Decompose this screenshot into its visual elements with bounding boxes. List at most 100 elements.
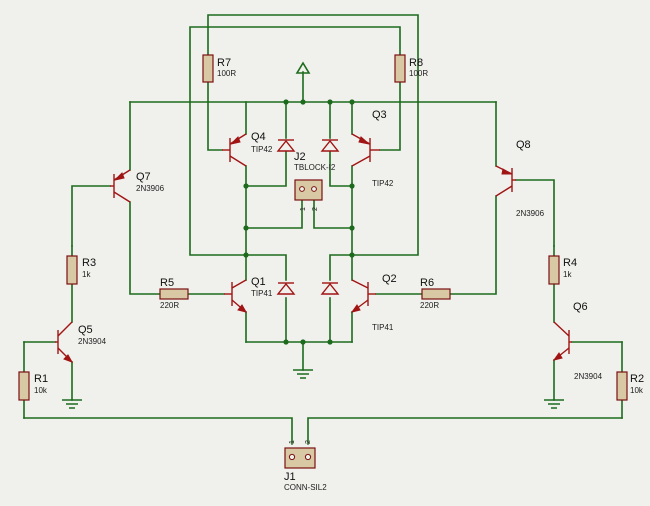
- j1-value: CONN-SIL2: [284, 483, 327, 492]
- transistor-q3[interactable]: Q3 TIP42: [351, 109, 394, 188]
- j1-pin2-label: 2: [305, 440, 312, 444]
- q6-collector-lead: [553, 321, 570, 337]
- j1-pin1: [288, 453, 296, 461]
- transistor-q8[interactable]: Q8 2N3906: [495, 139, 545, 218]
- wire-d2-top: [329, 254, 353, 281]
- resistor-r8[interactable]: R8 100R: [394, 54, 428, 83]
- transistor-q6[interactable]: Q6 2N3904: [552, 301, 603, 381]
- wire-r7-q4: [207, 81, 223, 151]
- resistor-r5[interactable]: R5 220R: [159, 277, 189, 310]
- wire-q8-r6: [449, 195, 497, 295]
- r5-ref: R5: [160, 277, 174, 289]
- r1-value: 10k: [34, 386, 48, 395]
- resistor-r6-body: [421, 288, 451, 300]
- resistor-r2[interactable]: R2 10k: [616, 371, 644, 401]
- diode-d1[interactable]: [276, 282, 296, 295]
- resistor-r3[interactable]: R3 1k: [66, 255, 96, 285]
- q2-ref: Q2: [382, 273, 397, 285]
- d4-triangle: [276, 139, 296, 152]
- resistor-r1-body: [18, 371, 30, 401]
- wire-r7-top: [207, 14, 419, 256]
- r5-value: 220R: [160, 301, 179, 310]
- junction: [300, 99, 306, 105]
- connector-j2[interactable]: 1 2 J2 TBLOCK-I2: [294, 151, 336, 211]
- q1-collector-lead: [231, 279, 247, 289]
- r7-ref: R7: [217, 57, 231, 69]
- q5-ref: Q5: [78, 324, 93, 336]
- ground-icon: [62, 399, 82, 409]
- r4-ref: R4: [563, 257, 577, 269]
- q8-collector-lead: [495, 185, 513, 197]
- d3-triangle: [320, 139, 340, 152]
- r2-ref: R2: [630, 373, 644, 385]
- wire-d1-top: [245, 254, 287, 281]
- diode-d2[interactable]: [320, 282, 340, 295]
- q8-emitter-arrow: [501, 168, 513, 175]
- q7-value: 2N3906: [136, 184, 165, 193]
- q4-value: TIP42: [251, 145, 273, 154]
- q3-ref: Q3: [372, 109, 387, 121]
- junction: [243, 225, 249, 231]
- wire-r4-q8: [515, 179, 555, 247]
- resistor-r7[interactable]: R7 100R: [202, 54, 236, 83]
- transistor-q7[interactable]: Q7 2N3906: [110, 169, 165, 203]
- j2-value: TBLOCK-I2: [294, 163, 336, 172]
- d2-triangle: [320, 282, 340, 295]
- q4-ref: Q4: [251, 131, 266, 143]
- wire-r3-q7: [71, 185, 111, 247]
- q6-value: 2N3904: [574, 372, 603, 381]
- q3-emitter-arrow: [358, 136, 371, 145]
- q2-emitter-arrow: [350, 304, 361, 313]
- transistor-q2[interactable]: Q2 TIP41: [350, 273, 397, 332]
- resistor-r1[interactable]: R1 10k: [18, 371, 48, 401]
- diode-d3[interactable]: [320, 139, 340, 152]
- j1-body: [284, 447, 316, 469]
- q5-value: 2N3904: [78, 337, 107, 346]
- junction: [300, 339, 306, 345]
- q5-collector-lead: [57, 321, 73, 337]
- resistor-r4-body: [548, 255, 560, 285]
- resistor-r7-body: [202, 54, 214, 83]
- q8-ref: Q8: [516, 139, 531, 151]
- resistor-r6[interactable]: R6 220R: [420, 277, 451, 310]
- supply-terminal-icon: [295, 61, 311, 74]
- q5-emitter-arrow: [63, 354, 74, 363]
- resistor-r3-body: [66, 255, 78, 285]
- resistor-r5-body: [159, 288, 189, 300]
- wire-r8-top: [189, 26, 401, 256]
- junction: [327, 339, 333, 345]
- junction: [349, 225, 355, 231]
- diode-d4[interactable]: [276, 139, 296, 152]
- wire-j2-pin2: [313, 199, 353, 229]
- r3-ref: R3: [82, 257, 96, 269]
- q7-collector-lead: [113, 191, 131, 203]
- j2-ref: J2: [294, 151, 306, 163]
- q4-emitter-arrow: [229, 136, 241, 145]
- r8-ref: R8: [409, 57, 423, 69]
- ground-icon: [293, 369, 313, 379]
- r8-value: 100R: [409, 69, 428, 78]
- junctions: [243, 99, 355, 345]
- resistor-r2-body: [616, 371, 628, 401]
- q1-emitter-arrow: [237, 304, 248, 313]
- r3-value: 1k: [82, 270, 91, 279]
- transistor-q1[interactable]: Q1 TIP41: [224, 276, 273, 313]
- wire-q7-r5: [129, 201, 161, 295]
- q1-ref: Q1: [251, 276, 266, 288]
- j1-pin2: [304, 453, 312, 461]
- q3-collector-lead: [351, 155, 371, 167]
- transistor-q4[interactable]: Q4 TIP42: [222, 131, 273, 167]
- ground-icon: [544, 399, 564, 409]
- connector-j1[interactable]: 1 2 J1 CONN-SIL2: [284, 440, 327, 492]
- resistor-r4[interactable]: R4 1k: [548, 255, 577, 285]
- junction: [349, 99, 355, 105]
- q6-emitter-arrow: [552, 352, 563, 361]
- junction: [243, 183, 249, 189]
- junction: [349, 252, 355, 258]
- j2-pin2-label: 2: [312, 207, 319, 211]
- transistor-q5[interactable]: Q5 2N3904: [55, 321, 107, 363]
- wire-j1-right: [307, 417, 623, 445]
- junction: [349, 183, 355, 189]
- j2-pin1-label: 1: [300, 207, 307, 211]
- j1-pin1-label: 1: [289, 440, 296, 444]
